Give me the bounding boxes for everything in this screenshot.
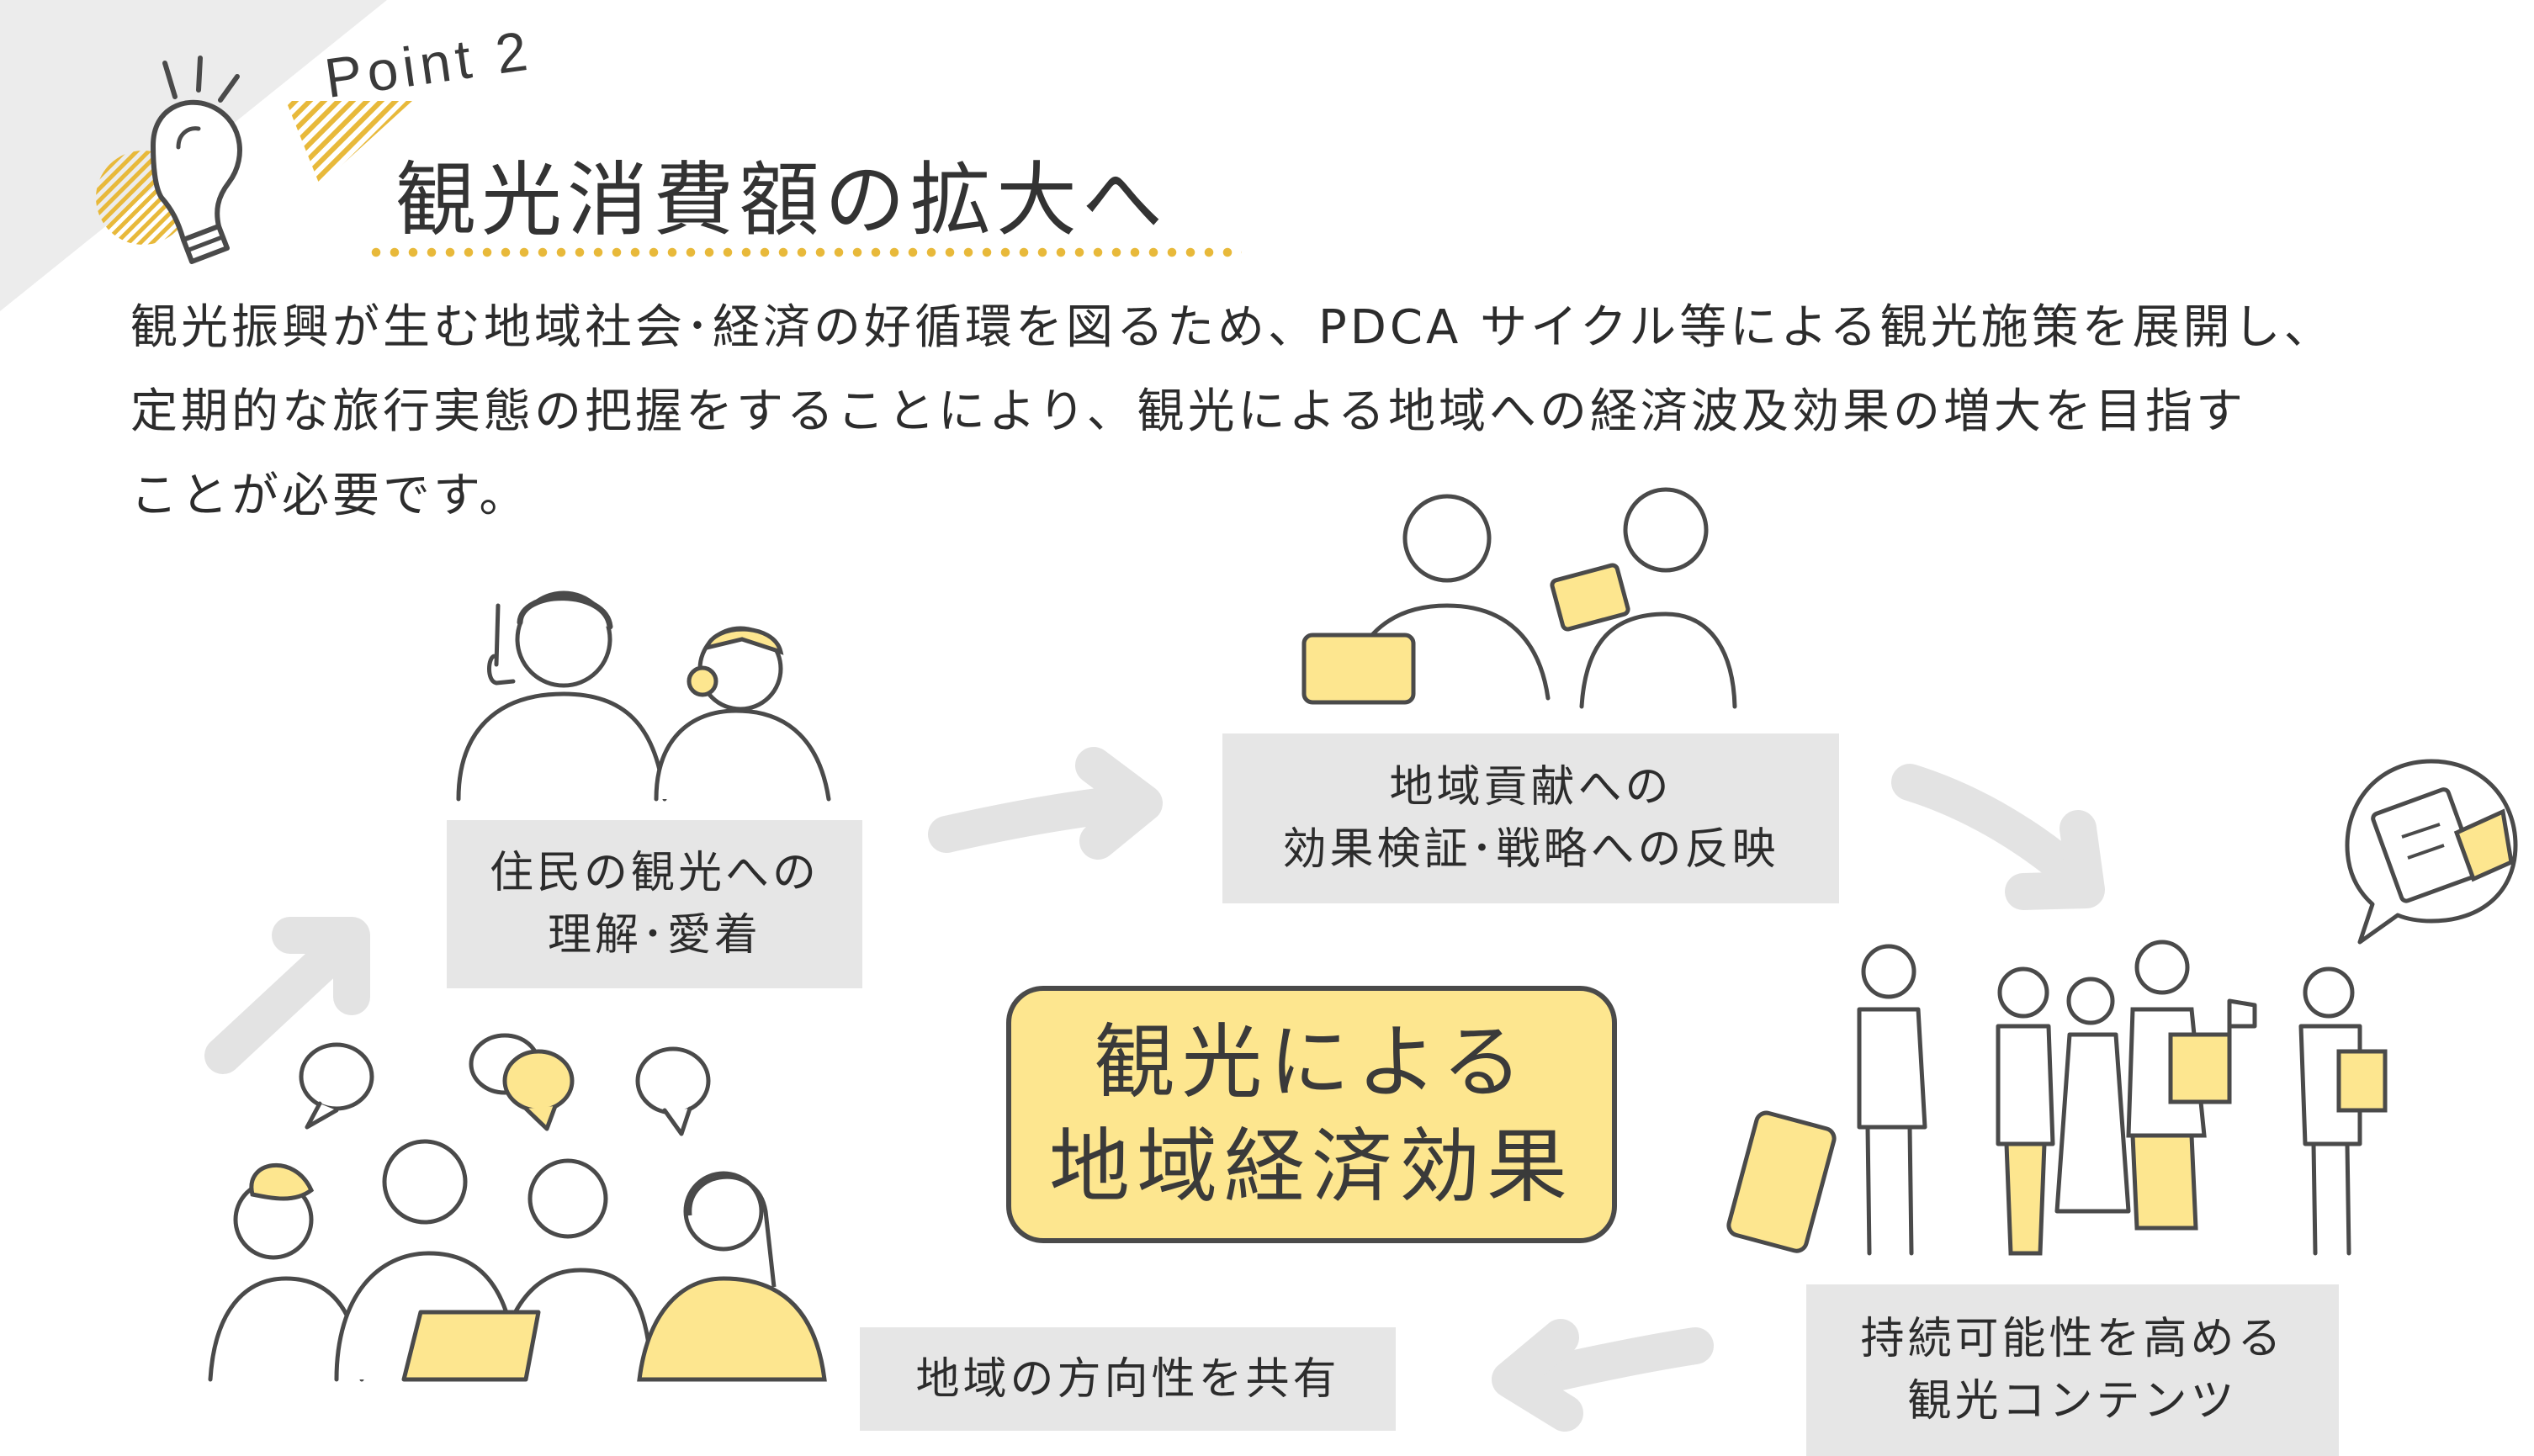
arrow-down-right (1891, 764, 2097, 897)
arrow-right-head (1075, 747, 1163, 860)
step-box-content: 持続可能性を高める 観光コンテンツ (1806, 1284, 2339, 1456)
title-dotted-underline (367, 244, 1242, 261)
point-label-decoration (286, 101, 412, 185)
step-label-line: 効果検証･戦略への反映 (1282, 824, 1779, 875)
arrow-up-right-head (272, 917, 370, 1015)
step-label-line: 観光コンテンツ (1907, 1376, 2238, 1427)
intro-paragraph: 観光振興が生む地域社会･経済の好循環を図るため、PDCA サイクル等による観光施… (130, 286, 2469, 538)
arrow-left (1508, 1327, 1714, 1398)
step-label-line: 持続可能性を高める (1860, 1314, 2285, 1364)
arrow-down-right-head (2005, 810, 2105, 910)
arrow-right (928, 785, 1146, 853)
center-concept-box: 観光による 地域経済効果 (1006, 986, 1617, 1243)
step-box-residents: 住民の観光への 理解･愛着 (447, 820, 862, 988)
arrow-left-head (1492, 1319, 1583, 1432)
step-label-line: 地域の方向性を共有 (915, 1353, 1340, 1405)
intro-line: 定期的な旅行実態の把握をすることにより、観光による地域への経済波及効果の増大を目… (130, 384, 2246, 439)
step-label-line: 理解･愛着 (547, 910, 761, 961)
intro-line: ことが必要です。 (130, 469, 530, 523)
center-line: 地域経済効果 (1049, 1120, 1574, 1214)
lightbulb-icon (96, 56, 242, 264)
checklist-speech-bubble-icon (2345, 759, 2518, 945)
meeting-illustration (208, 1033, 827, 1382)
intro-line: 観光振興が生む地域社会･経済の好循環を図るため、PDCA サイクル等による観光施… (130, 300, 2335, 355)
step-label-line: 住民の観光への (489, 848, 819, 898)
tourists-illustration (1726, 940, 2388, 1256)
verification-illustration (1301, 487, 1737, 709)
step-box-verification: 地域貢献への 効果検証･戦略への反映 (1222, 733, 1839, 903)
step-box-direction: 地域の方向性を共有 (860, 1327, 1396, 1431)
center-line: 観光による (1094, 1015, 1529, 1109)
step-label-line: 地域貢献への (1389, 762, 1673, 813)
residents-illustration (456, 590, 831, 802)
arrow-up-right (204, 928, 359, 1074)
page-title: 観光消費額の拡大へ (395, 153, 1168, 247)
